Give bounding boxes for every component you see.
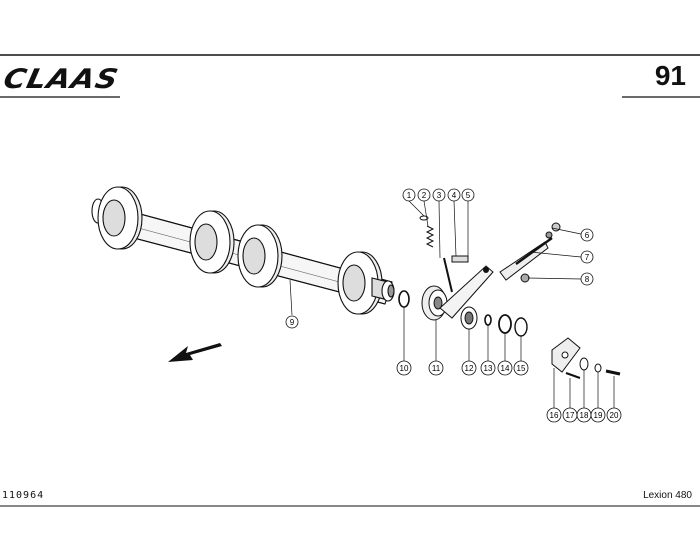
svg-text:18: 18 <box>580 411 589 420</box>
leader-lines <box>289 200 615 408</box>
shaft-assembly <box>91 186 395 315</box>
svg-text:16: 16 <box>550 411 559 420</box>
svg-text:10: 10 <box>400 364 409 373</box>
callout-13: 13 <box>480 360 496 376</box>
callout-11: 11 <box>428 360 444 376</box>
callout-8: 8 <box>580 272 594 286</box>
svg-text:6: 6 <box>585 231 590 240</box>
callout-18: 18 <box>576 407 592 423</box>
svg-text:5: 5 <box>466 191 471 200</box>
callout-9: 9 <box>285 315 299 329</box>
callout-7: 7 <box>580 250 594 264</box>
svg-text:1: 1 <box>407 191 412 200</box>
callout-20: 20 <box>606 407 622 423</box>
callout-2: 2 <box>417 188 431 202</box>
callout-15: 15 <box>513 360 529 376</box>
svg-text:12: 12 <box>465 364 474 373</box>
callout-14: 14 <box>497 360 513 376</box>
drawing-number: 110964 <box>2 490 45 501</box>
svg-text:8: 8 <box>585 275 590 284</box>
svg-text:15: 15 <box>517 364 526 373</box>
callout-16: 16 <box>546 407 562 423</box>
callout-12: 12 <box>461 360 477 376</box>
callout-3: 3 <box>432 188 446 202</box>
callout-labels: 1 2 3 4 5 6 7 8 9 10 11 12 13 14 15 16 1… <box>285 188 622 423</box>
page-number: 91 <box>654 60 686 91</box>
svg-text:14: 14 <box>501 364 510 373</box>
svg-text:9: 9 <box>290 318 295 327</box>
direction-arrow-icon <box>168 343 222 362</box>
callout-17: 17 <box>562 407 578 423</box>
callout-5: 5 <box>461 188 475 202</box>
callout-1: 1 <box>402 188 416 202</box>
callout-10: 10 <box>396 360 412 376</box>
bearing-and-bracket-parts <box>398 215 621 379</box>
svg-text:2: 2 <box>422 191 427 200</box>
callout-6: 6 <box>580 228 594 242</box>
callout-19: 19 <box>590 407 606 423</box>
model-name: Lexion 480 <box>643 490 692 501</box>
svg-text:11: 11 <box>432 364 441 373</box>
svg-text:17: 17 <box>566 411 575 420</box>
svg-text:7: 7 <box>585 253 590 262</box>
svg-text:20: 20 <box>610 411 619 420</box>
svg-text:3: 3 <box>437 191 442 200</box>
callout-4: 4 <box>447 188 461 202</box>
svg-text:19: 19 <box>594 411 603 420</box>
svg-text:13: 13 <box>484 364 493 373</box>
svg-text:4: 4 <box>452 191 457 200</box>
